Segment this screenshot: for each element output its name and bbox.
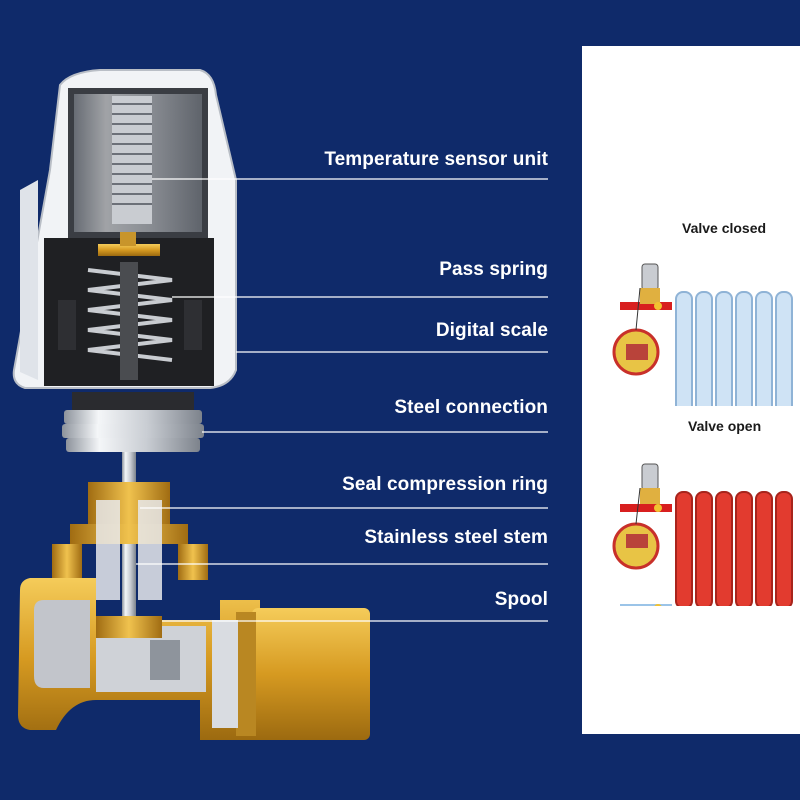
callout-spool: Spool <box>494 589 548 610</box>
radiator-cold-icon <box>612 263 793 406</box>
valve-closed-label: Valve closed <box>682 220 767 236</box>
valve-state-panel: Valve closed Valve open <box>582 46 800 734</box>
valve-body <box>18 578 370 740</box>
callout-digital-scale: Digital scale <box>435 320 548 341</box>
brass-bonnet <box>52 482 208 600</box>
callout-stainless-steel-stem: Stainless steel stem <box>364 527 548 548</box>
thermostat-head <box>12 69 237 389</box>
callout-seal-compression-ring: Seal compression ring <box>342 474 548 495</box>
callout-steel-connection: Steel connection <box>394 397 548 418</box>
steel-connection-nut <box>62 392 204 452</box>
callout-pass-spring: Pass spring <box>439 259 548 280</box>
radiator-hot-icon <box>612 463 793 606</box>
sensor-bellows-icon <box>112 96 152 224</box>
valve-open-label: Valve open <box>688 418 762 434</box>
callout-temperature-sensor-unit: Temperature sensor unit <box>324 149 548 170</box>
